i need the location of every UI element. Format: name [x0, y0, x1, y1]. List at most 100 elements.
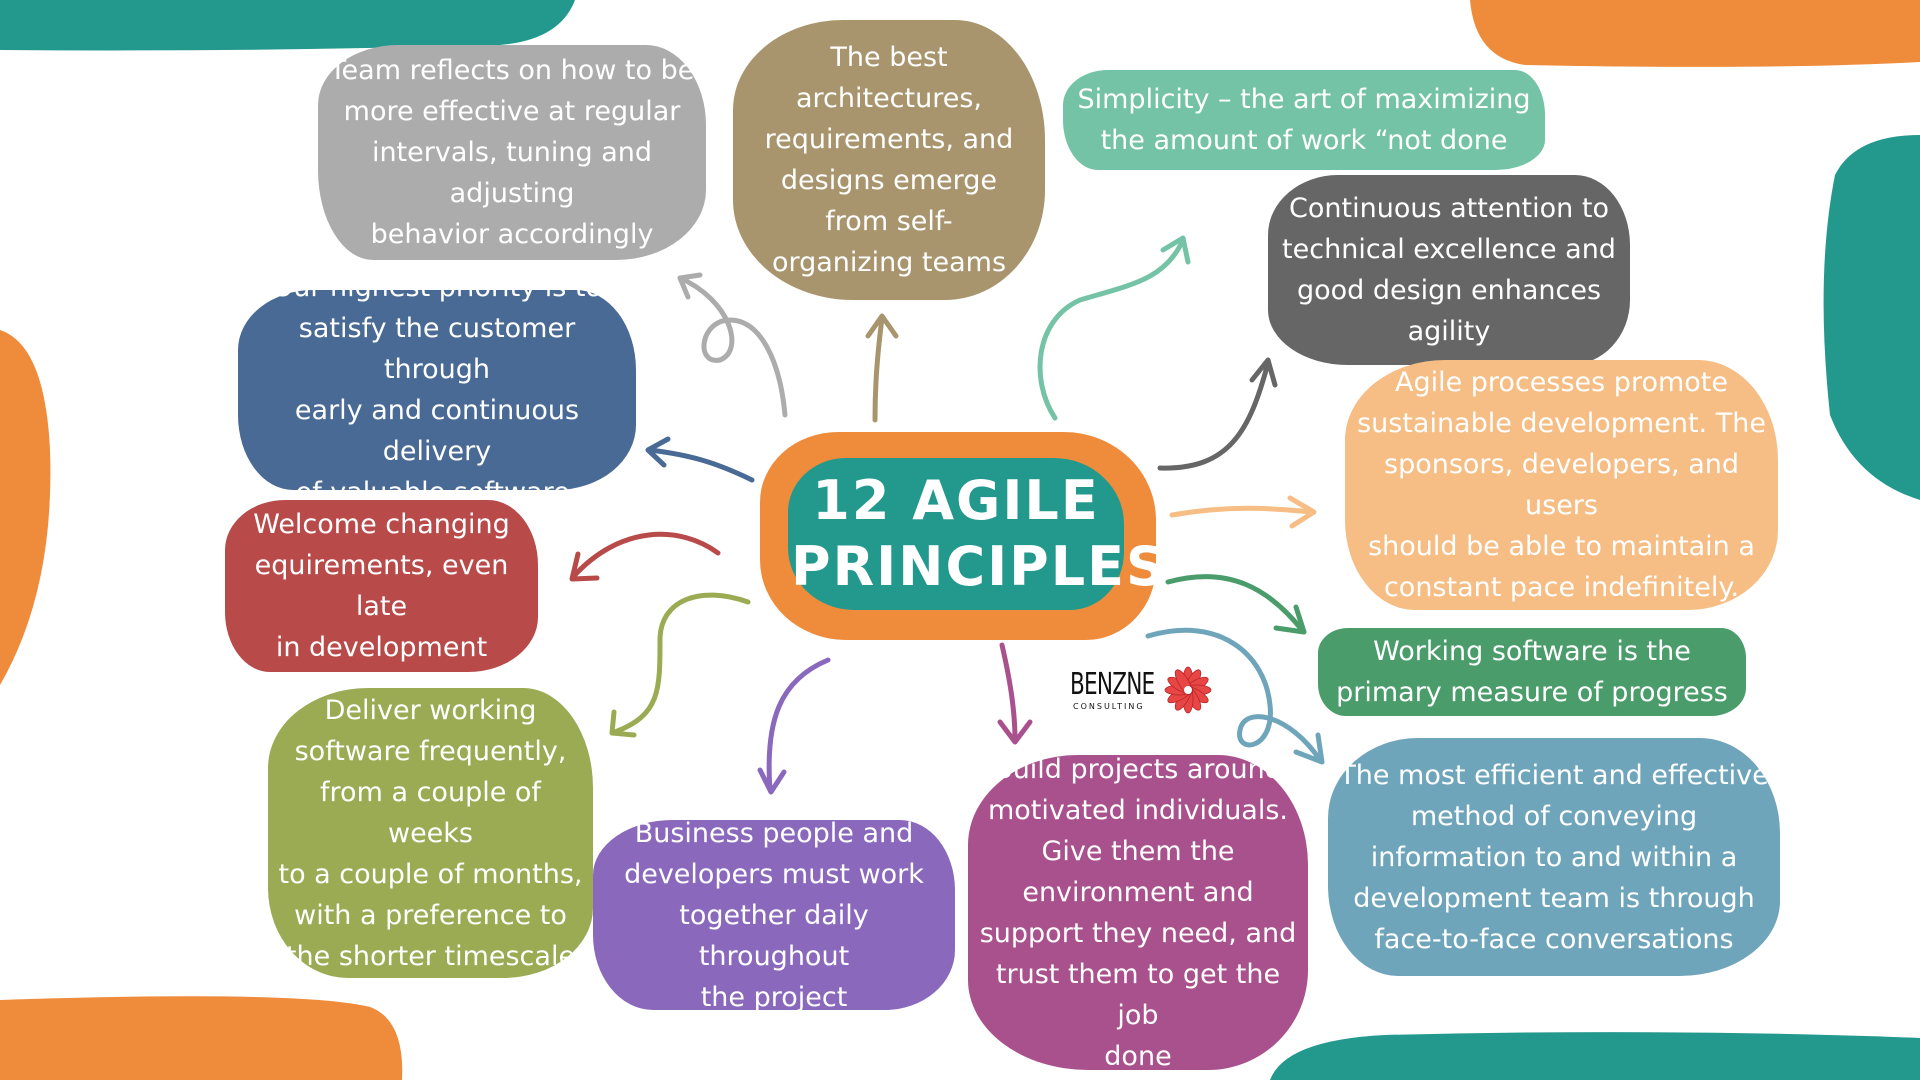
decorative-blob-right: [1823, 135, 1920, 500]
principle-changing: Welcome changing equirements, even late in…: [225, 500, 538, 672]
principle-line: motivated individuals.: [987, 794, 1289, 826]
principle-line: software frequently,: [294, 735, 567, 767]
arrow-to-technical: [1157, 357, 1278, 471]
arrow-to-motivated: [997, 642, 1033, 745]
principle-line: Simplicity – the art of maximizing: [1077, 84, 1531, 115]
principle-line: technical excellence and: [1282, 234, 1616, 265]
principle-architectures: The best architectures, requirements, and d…: [733, 20, 1045, 300]
principle-line: early and continuous delivery: [294, 395, 580, 467]
diagram-title: 12 AGILE PRINCIPLES: [791, 468, 1167, 600]
decorative-blob-top-left: [0, 0, 575, 51]
principle-text: Agile processes promote sustainable devel…: [1353, 362, 1770, 608]
principle-text: Simplicity – the art of maximizing the am…: [1077, 79, 1530, 161]
principle-line: from a couple of weeks: [320, 776, 541, 849]
principle-line: Working software is the: [1373, 636, 1691, 667]
principle-line: Agile processes promote: [1394, 367, 1728, 398]
title-line-1: 12 AGILE: [812, 469, 1100, 532]
principle-line: information to and within a: [1370, 841, 1738, 873]
principle-line: Team reflects on how to be: [329, 55, 695, 86]
principle-line: satisfy the customer through: [298, 313, 576, 385]
principle-text: Deliver working software frequently, from …: [276, 690, 585, 977]
decorative-blob-bottom-right: [1270, 1032, 1920, 1080]
arrow-to-working: [1165, 574, 1307, 635]
principle-line: face-to-face conversations: [1374, 923, 1734, 955]
principle-line: developers must work: [624, 858, 924, 890]
arrow-to-reflects: [677, 272, 788, 418]
principle-line: should be able to maintain a: [1368, 531, 1755, 562]
arrow-to-changing: [569, 531, 721, 582]
principle-line: method of conveying: [1410, 800, 1698, 832]
principle-sustainable: Agile processes promote sustainable devel…: [1345, 360, 1778, 610]
principle-text: Build projects around motivated individua…: [976, 749, 1300, 1077]
principle-business: Business people and developers must work t…: [593, 818, 955, 1013]
principle-line: intervals, tuning and adjusting: [371, 137, 653, 209]
principle-line: in development: [275, 632, 488, 663]
principle-simplicity: Simplicity – the art of maximizing the am…: [1063, 70, 1545, 170]
principle-reflects: Team reflects on how to be more effective…: [318, 45, 706, 260]
principle-technical: Continuous attention to technical excelle…: [1268, 175, 1630, 365]
principle-line: from self-: [825, 206, 953, 237]
principle-line: to a couple of months,: [278, 858, 583, 890]
principle-line: Continuous attention to: [1289, 193, 1609, 224]
principle-text: Team reflects on how to be more effective…: [326, 50, 698, 255]
principle-line: Welcome changing: [253, 509, 510, 540]
principle-line: primary measure of progress: [1336, 677, 1728, 708]
principle-line: designs emerge: [780, 165, 998, 196]
title-line-2: PRINCIPLES: [791, 535, 1167, 598]
principle-line: Our highest priority is to: [271, 272, 603, 303]
principle-text: Continuous attention to technical excelle…: [1282, 188, 1616, 352]
principle-text: Business people and developers must work t…: [601, 813, 947, 1018]
principle-face: The most efficient and effective method o…: [1328, 738, 1780, 976]
principle-text: Working software is the primary measure o…: [1336, 631, 1728, 713]
principle-line: constant pace indefinitely.: [1383, 572, 1740, 603]
arrow-to-face: [1145, 627, 1325, 765]
principle-line: organizing teams: [771, 247, 1007, 278]
arrow-to-deliver: [609, 592, 751, 738]
principle-line: behavior accordingly: [370, 219, 654, 250]
principle-text: Welcome changing equirements, even late in…: [233, 504, 530, 668]
principle-line: the amount of work “not done: [1100, 125, 1508, 156]
principle-line: requirements, and: [764, 124, 1014, 155]
principle-line: good design enhances: [1296, 275, 1602, 306]
principle-motivated: Build projects around motivated individua…: [968, 754, 1308, 1072]
principle-line: together daily throughout: [679, 899, 869, 972]
principle-text: The most efficient and effective method o…: [1339, 755, 1769, 960]
principle-line: sponsors, developers, and users: [1384, 449, 1739, 521]
principle-line: agility: [1407, 316, 1491, 347]
principle-working: Working software is the primary measure o…: [1318, 628, 1746, 716]
principle-line: Give them the: [1041, 835, 1235, 867]
arrow-to-sustainable: [1169, 495, 1317, 529]
principle-line: The most efficient and effective: [1339, 759, 1769, 791]
decorative-blob-top-right: [1470, 0, 1920, 67]
principle-text: The best architectures, requirements, and d…: [765, 37, 1014, 283]
arrow-to-architectures: [865, 313, 899, 423]
principle-line: development team is through: [1353, 882, 1755, 914]
principle-line: Business people and: [634, 817, 914, 849]
title-badge: 12 AGILE PRINCIPLES: [788, 458, 1167, 610]
logo-wordmark: BENZNE: [1070, 667, 1155, 702]
principle-line: support they need, and: [979, 917, 1297, 949]
arrow-to-customer: [645, 436, 755, 483]
principle-text: Our highest priority is to satisfy the cu…: [246, 267, 628, 513]
decorative-blob-bottom-left: [0, 996, 403, 1080]
principle-line: architectures,: [795, 83, 982, 114]
principle-customer: Our highest priority is to satisfy the cu…: [238, 272, 636, 508]
principle-line: more effective at regular: [343, 96, 681, 127]
principle-line: done: [1104, 1040, 1172, 1072]
arrow-to-simplicity: [1037, 235, 1191, 421]
principle-line: environment and: [1022, 876, 1254, 908]
principle-line: sustainable development. The: [1357, 408, 1766, 439]
principle-line: The best: [830, 42, 948, 73]
arrow-to-business: [757, 657, 831, 795]
principle-line: trust them to get the job: [995, 958, 1281, 1031]
principle-line: equirements, even late: [254, 550, 509, 622]
principle-deliver: Deliver working software frequently, from …: [268, 688, 593, 978]
decorative-blob-left: [0, 330, 51, 685]
principle-line: the project: [700, 981, 848, 1013]
logo-subtitle: CONSULTING: [1073, 702, 1145, 711]
benzne-logo: BENZNE CONSULTING: [1070, 665, 1220, 715]
principle-line: Deliver working: [324, 694, 537, 726]
lotus-flower-icon: [1164, 666, 1212, 714]
principle-line: Build projects around: [994, 753, 1282, 785]
